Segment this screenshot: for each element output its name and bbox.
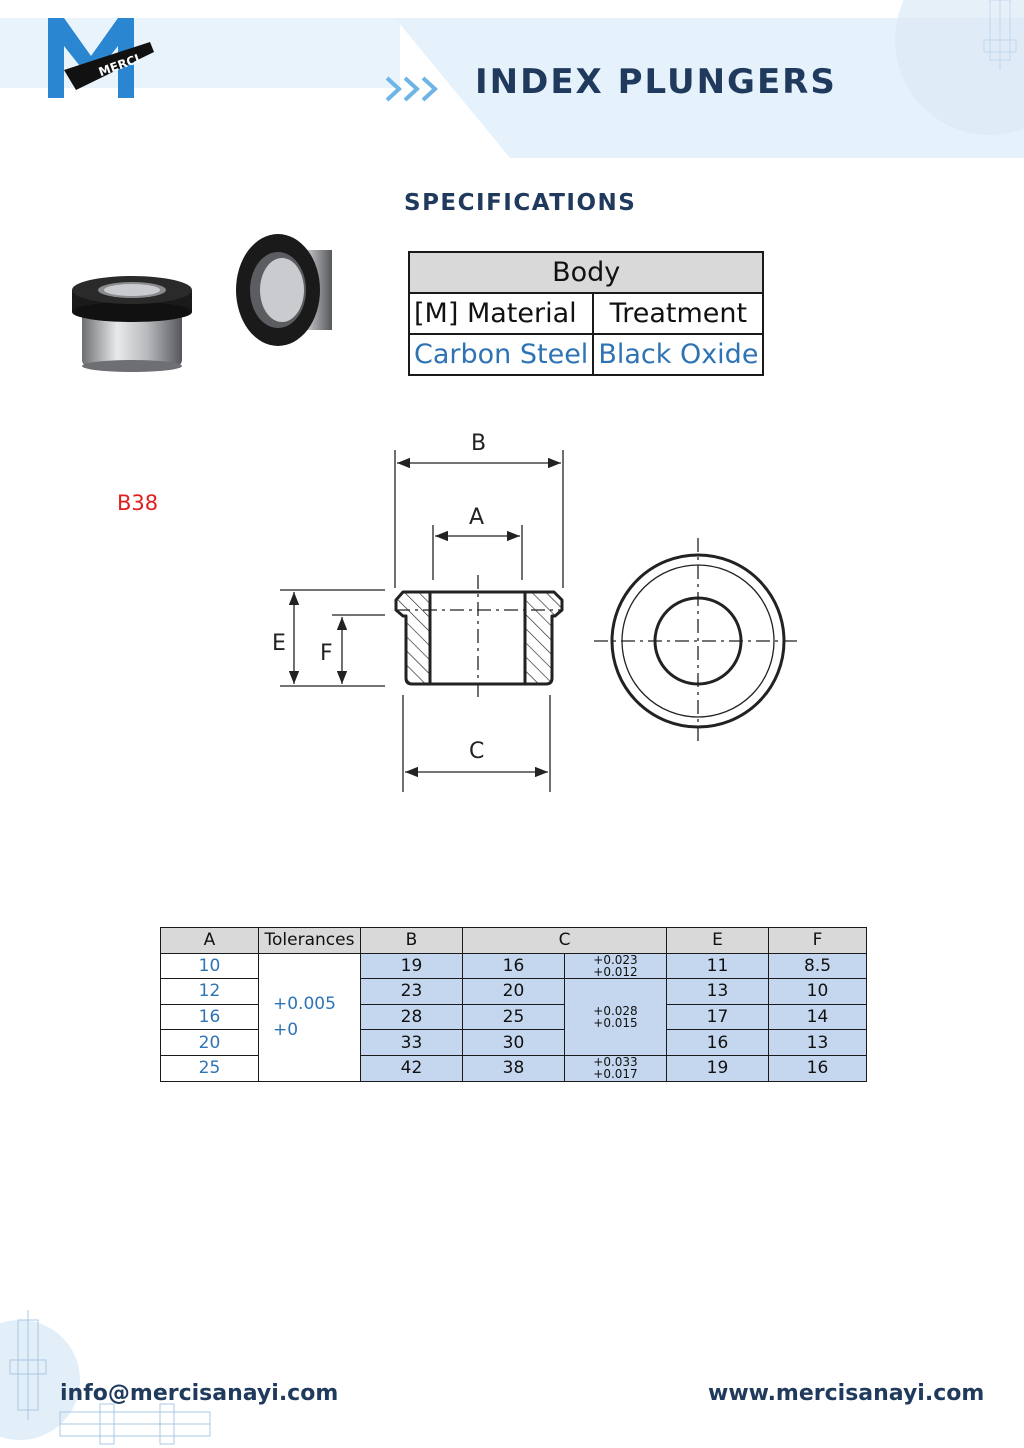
- cell-f: 16: [768, 1054, 867, 1082]
- cell-a: 20: [160, 1029, 259, 1056]
- cell-e: 17: [666, 1003, 769, 1031]
- header-c: C: [462, 927, 667, 954]
- dimensions-table: A Tolerances B C E F 10 +0.005 +0 19 16 …: [160, 927, 867, 1082]
- specifications-heading: SPECIFICATIONS: [404, 190, 637, 216]
- cell-a: 12: [160, 978, 259, 1005]
- body-spec-table: Body [M] Material Treatment Carbon Steel…: [407, 251, 765, 376]
- cell-b: 19: [360, 952, 463, 980]
- c-tol-upper: +0.033: [593, 1055, 638, 1070]
- merci-logo: MERCI: [48, 18, 154, 98]
- c-tol-lower: +0.015: [593, 1016, 638, 1031]
- cell-f: 8.5: [768, 952, 867, 980]
- treatment-column-header: Treatment: [592, 292, 765, 335]
- dim-label-e: E: [272, 631, 286, 656]
- cell-f: 13: [768, 1029, 867, 1056]
- tolerance-upper: +0.005: [273, 994, 336, 1015]
- dim-label-a: A: [469, 505, 484, 530]
- treatment-value: Black Oxide: [592, 333, 765, 376]
- cell-e: 19: [666, 1054, 769, 1082]
- tolerance-lower: +0: [273, 1020, 299, 1041]
- c-tolerance-cell: +0.033 +0.017: [564, 1054, 667, 1082]
- c-tolerance-cell: +0.023 +0.012: [564, 952, 667, 980]
- cell-e: 13: [666, 978, 769, 1005]
- c-tolerance-cell: +0.028 +0.015: [564, 978, 667, 1056]
- chevron-arrows-icon: [385, 76, 438, 102]
- footer-email-link[interactable]: info@mercisanayi.com: [60, 1381, 339, 1406]
- cell-a: 16: [160, 1003, 259, 1031]
- header-b: B: [360, 927, 463, 954]
- cell-c: 38: [462, 1054, 565, 1082]
- cell-c: 30: [462, 1029, 565, 1056]
- product-photo: [72, 234, 332, 372]
- c-tol-lower: +0.017: [593, 1067, 638, 1082]
- table-row: 20 33 30 16 13: [160, 1029, 867, 1056]
- c-tol-upper: +0.028: [593, 1004, 638, 1019]
- cell-a: 10: [160, 952, 259, 980]
- cell-e: 11: [666, 952, 769, 980]
- header-e: E: [666, 927, 769, 954]
- cell-f: 14: [768, 1003, 867, 1031]
- cell-c: 16: [462, 952, 565, 980]
- cell-c: 20: [462, 978, 565, 1005]
- dim-label-b: B: [471, 431, 486, 456]
- header-tolerances: Tolerances: [258, 927, 361, 954]
- model-code: B38: [117, 491, 159, 515]
- footer-decoration: [0, 1310, 211, 1445]
- c-tol-lower: +0.012: [593, 964, 638, 979]
- body-header: Body: [407, 251, 765, 294]
- header-f: F: [768, 927, 867, 954]
- cell-f: 10: [768, 978, 867, 1005]
- dim-label-f: F: [320, 641, 333, 666]
- page-title: INDEX PLUNGERS: [475, 62, 837, 102]
- cell-b: 33: [360, 1029, 463, 1056]
- tolerance-cell: +0.005 +0: [258, 952, 361, 1082]
- cell-e: 16: [666, 1029, 769, 1056]
- table-row: 10 +0.005 +0 19 16 +0.023 +0.012 11 8.5: [160, 952, 867, 1082]
- table-row: 16 28 25 17 14: [160, 1003, 867, 1031]
- cell-a: 25: [160, 1054, 259, 1082]
- material-column-header: [M] Material: [407, 292, 595, 335]
- header-a: A: [160, 927, 259, 954]
- cell-b: 42: [360, 1054, 463, 1082]
- technical-drawing: B A C E F: [272, 431, 802, 792]
- cell-c: 25: [462, 1003, 565, 1031]
- footer-website-link[interactable]: www.mercisanayi.com: [708, 1381, 985, 1406]
- cell-b: 28: [360, 1003, 463, 1031]
- cell-b: 23: [360, 978, 463, 1005]
- c-tol-upper: +0.023: [593, 952, 638, 967]
- dim-label-c: C: [469, 739, 484, 764]
- header-background: [0, 0, 1024, 158]
- material-value: Carbon Steel: [407, 333, 595, 376]
- table-row: 25 42 38 +0.033 +0.017 19 16: [160, 1054, 867, 1082]
